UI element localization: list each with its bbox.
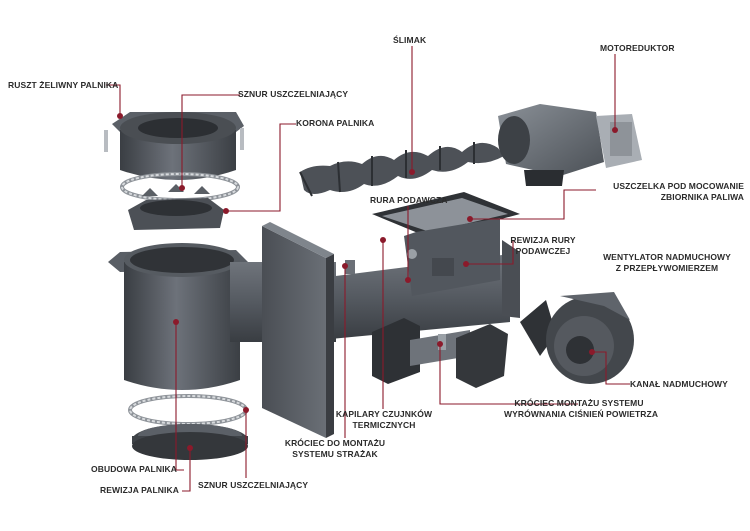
sealing-cord-bottom [128,394,248,426]
label-sealing-cord-top: SZNUR USZCZELNIAJĄCY [238,89,349,99]
label-air-duct: KANAŁ NADMUCHOWY [630,379,728,389]
label-hopper-gasket: USZCZELKA POD MOCOWANIE ZBIORNIKA PALIWA [584,181,744,203]
label-pressure-connector-line2: WYRÓWNANIA CIŚNIEŃ POWIETRZA [504,409,659,419]
leader-krociec-sys [439,344,578,405]
label-feed-tube: RURA PODAWCZA [370,195,448,205]
leader-rewizja-rury [466,240,514,265]
label-blower-line1: WENTYLATOR NADMUCHOWY [603,252,731,262]
label-fire-system-connector: KRÓCIEC DO MONTAŻU SYSTEMU STRAŻAK [280,438,390,460]
label-blower: WENTYLATOR NADMUCHOWY Z PRZEPŁYWOMIERZEM [592,252,742,274]
leader-rura-dot [405,277,411,283]
burner-crown [128,184,224,230]
leader-slimak-dot [409,169,415,175]
label-burner-inspection: REWIZJA PALNIKA [100,485,179,495]
label-thermal-capillaries-line2: TERMICZNYCH [352,420,416,430]
leader-rewizja-palnika-dot [187,445,193,451]
leader-obudowa [175,322,184,471]
mounting-plate [262,222,334,438]
leader-rewizja-rury-dot [463,261,469,267]
gear-motor [498,104,642,186]
leader-krociec-straz-dot [342,263,348,269]
leader-krociec-sys-dot [437,341,443,347]
label-auger: ŚLIMAK [393,35,427,45]
label-hopper-gasket-line2: ZBIORNIKA PALIWA [660,192,744,202]
label-burner-crown: KORONA PALNIKA [296,118,375,128]
leader-motoreduktor-dot [612,127,618,133]
leader-ruszt [106,84,121,116]
leader-sznur-bottom-dot [243,407,249,413]
burner-housing [108,243,248,390]
leader-lines [106,46,630,492]
leader-kanal-dot [589,349,595,355]
pressure-equalization-connector [372,318,508,388]
label-sealing-cord-bottom: SZNUR USZCZELNIAJĄCY [198,480,309,490]
label-fire-system-connector-line2: SYSTEMU STRAŻAK [292,449,378,459]
label-gear-motor: MOTOREDUKTOR [600,43,675,53]
feed-tube-hopper [345,192,520,296]
label-pressure-connector-line1: KRÓCIEC MONTAŻU SYSTEMU [514,398,644,408]
label-feed-tube-inspection: REWIZJA RURY PODAWCZEJ [498,235,588,257]
leader-ruszt-dot [117,113,123,119]
blower-fan [520,292,634,384]
cast-iron-grate [104,112,244,180]
label-thermal-capillaries: KAPILARY CZUJNKÓW TERMICZNYCH [326,409,442,431]
leader-uszczelka [470,189,596,220]
auger-screw [299,142,504,197]
label-fire-system-connector-line1: KRÓCIEC DO MONTAŻU [284,438,386,448]
leader-sznur-top [181,94,240,188]
label-burner-housing: OBUDOWA PALNIKA [91,464,178,474]
leader-uszczelka-dot [467,216,473,222]
label-feed-tube-inspection-line1: REWIZJA RURY [510,235,576,245]
leader-kapilary-dot [380,237,386,243]
label-blower-line2: Z PRZEPŁYWOMIERZEM [615,263,719,273]
leader-korona [226,123,296,212]
leader-rewizja-palnika [182,448,191,492]
label-pressure-connector: KRÓCIEC MONTAŻU SYSTEMU WYRÓWNANIA CIŚNI… [504,398,659,420]
label-feed-tube-inspection-line2: PODAWCZEJ [515,246,571,256]
label-cast-iron-grate: RUSZT ŻELIWNY PALNIKA [8,80,119,90]
label-thermal-capillaries-line1: KAPILARY CZUJNKÓW [335,409,433,419]
leader-sznur-top-dot [179,185,185,191]
leader-obudowa-dot [173,319,179,325]
leader-kanal [592,351,630,385]
label-hopper-gasket-line1: USZCZELKA POD MOCOWANIE [613,181,744,191]
leader-korona-dot [223,208,229,214]
